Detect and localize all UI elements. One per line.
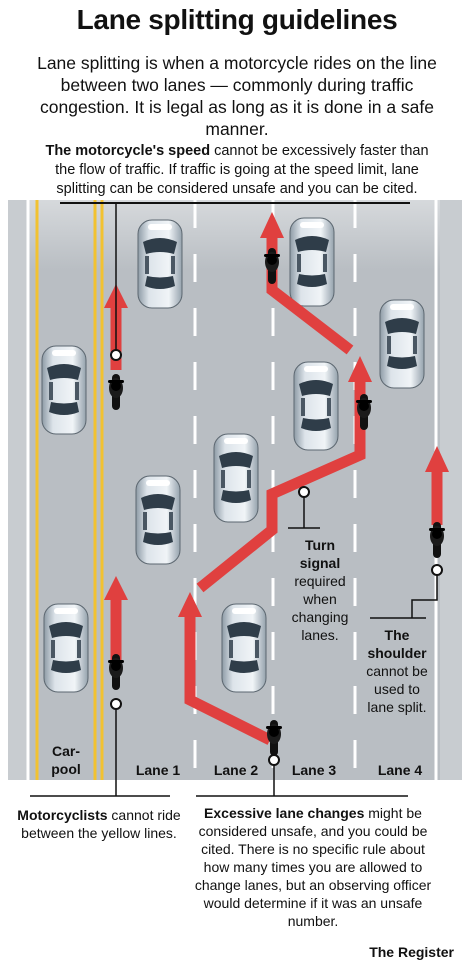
left-shoulder	[8, 200, 28, 780]
arrow-bottom-left-branch	[184, 615, 273, 745]
speed-note-bold: The motorcycle's speed	[45, 143, 211, 159]
excessive-rest: might be considered unsafe, and you coul…	[194, 805, 432, 929]
arrowhead-main-zigzag	[348, 356, 372, 382]
source-credit: The Register	[369, 944, 454, 960]
car-lane3-mid	[293, 361, 339, 451]
shoulder-rest: cannot be used to lane split.	[366, 663, 428, 715]
leader-shoulder	[411, 570, 438, 618]
motorcyclists-note: Motorcyclists cannot ride between the ye…	[14, 806, 184, 842]
car-lane1-mid	[135, 475, 181, 565]
speed-note: The motorcycle's speed cannot be excessi…	[44, 142, 430, 199]
right-shoulder	[440, 200, 462, 780]
page-title: Lane splitting guidelines	[76, 4, 398, 35]
car-carpool-mid	[41, 345, 87, 435]
arrowhead-shoulder	[425, 446, 449, 472]
arrow-main-zigzag	[196, 380, 366, 593]
lane-label-1: Lane 1	[135, 762, 181, 778]
motorcyclists-rest: cannot ride between the yellow lines.	[21, 807, 181, 841]
dot-turn-signal	[298, 486, 310, 498]
dot-lane1-upper	[110, 349, 122, 361]
car-lane1-top	[137, 219, 183, 309]
excessive-note: Excessive lane changes might be consider…	[190, 804, 436, 930]
dot-lane1-lower	[110, 698, 122, 710]
arrowhead-top-zigzag	[260, 212, 284, 238]
shoulder-bold: The shoulder	[367, 627, 427, 661]
car-lane2-mid	[213, 433, 259, 523]
car-lane4-top	[379, 299, 425, 389]
car-lane2-bottom	[221, 603, 267, 693]
turn-signal-bold: Turn signal	[299, 537, 341, 571]
lane-label-carpool: Car- pool	[51, 743, 81, 777]
car-lane3-top	[289, 217, 335, 307]
arrowhead-bottom-left	[178, 592, 202, 617]
turn-signal-rest: required when changing lanes.	[291, 573, 349, 643]
motorcyclists-bold: Motorcyclists	[17, 807, 108, 823]
lane-label-2: Lane 2	[213, 762, 259, 778]
arrowhead-lane1-lower	[104, 576, 128, 600]
dot-shoulder	[431, 564, 443, 576]
dot-bottom	[268, 754, 280, 766]
car-carpool-bottom	[43, 603, 89, 693]
speed-note-rest: cannot be excessively faster than the fl…	[55, 143, 429, 197]
intro-text: Lane splitting is when a motorcycle ride…	[37, 53, 437, 139]
lane-label-4: Lane 4	[377, 762, 423, 778]
lane-label-3: Lane 3	[291, 762, 337, 778]
excessive-bold: Excessive lane changes	[204, 805, 365, 821]
